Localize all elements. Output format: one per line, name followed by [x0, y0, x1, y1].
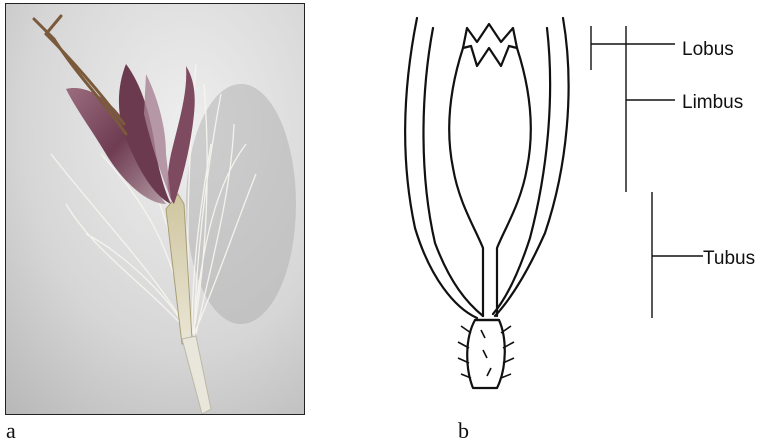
outer-bract-right — [495, 18, 569, 316]
corolla-limb-left — [449, 48, 483, 316]
label-lobus: Lobus — [682, 39, 734, 60]
inner-bract-right — [493, 28, 550, 314]
label-limbus: Limbus — [682, 92, 743, 113]
floret-photo-drawing — [6, 4, 305, 415]
floret-diagram: Lobus Limbus Tubus — [395, 8, 763, 408]
floret-photo — [5, 3, 305, 415]
panel-label-b: b — [458, 418, 469, 444]
corolla-lobes — [463, 24, 517, 48]
outer-bract-left — [405, 18, 477, 318]
label-brackets — [591, 26, 703, 318]
photo-shadow — [186, 84, 296, 324]
ovary — [467, 320, 505, 388]
corolla-limb-right — [497, 48, 531, 316]
label-tubus: Tubus — [703, 248, 755, 269]
corolla-lobes-inner — [471, 46, 509, 66]
panel-label-a: a — [6, 418, 16, 444]
